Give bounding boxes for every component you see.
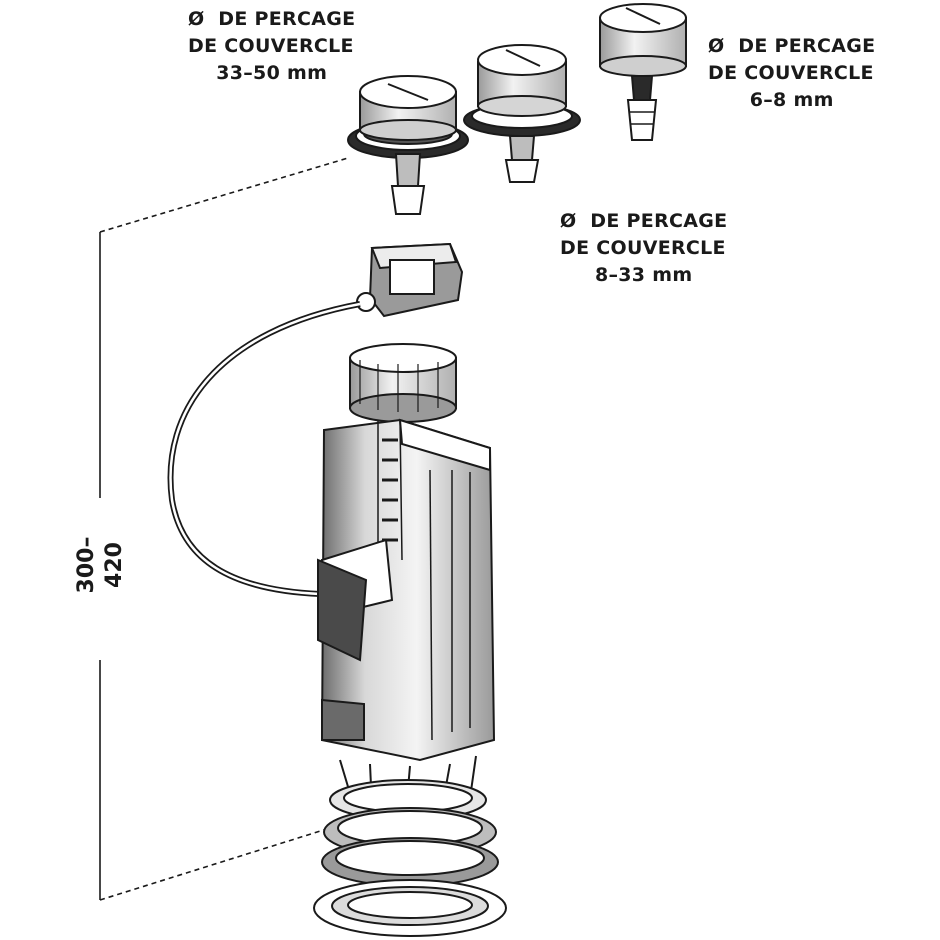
label-line-3: 33–50 mm [216,62,328,84]
label-33-50: Ø DE PERCAGE DE COUVERCLE 33–50 mm [188,6,355,87]
dimension-label: 300–420 [74,536,127,594]
dimension-line [99,157,349,901]
flush-valve-body [317,418,496,762]
label-line-1: DE PERCAGE [218,8,356,30]
label-8-33: Ø DE PERCAGE DE COUVERCLE 8–33 mm [560,208,727,289]
dimension-leader-top [99,157,349,233]
push-button-small [599,3,687,141]
label-line-2: DE COUVERCLE [708,62,874,84]
cable-connector [356,242,464,318]
diameter-symbol: Ø [560,210,577,232]
push-button-large [347,75,469,215]
dimension-leader-bottom [99,827,331,901]
label-line-3: 6–8 mm [749,89,834,111]
label-line-2: DE COUVERCLE [188,35,354,57]
label-6-8: Ø DE PERCAGE DE COUVERCLE 6–8 mm [708,33,875,114]
valve-top-collar [349,343,457,423]
label-line-3: 8–33 mm [594,264,693,286]
label-line-1: DE PERCAGE [738,35,876,57]
label-line-2: DE COUVERCLE [560,237,726,259]
diameter-symbol: Ø [188,8,205,30]
base-seal-ring [313,807,507,937]
push-button-medium [463,44,581,183]
diameter-symbol: Ø [708,35,725,57]
label-line-1: DE PERCAGE [590,210,728,232]
